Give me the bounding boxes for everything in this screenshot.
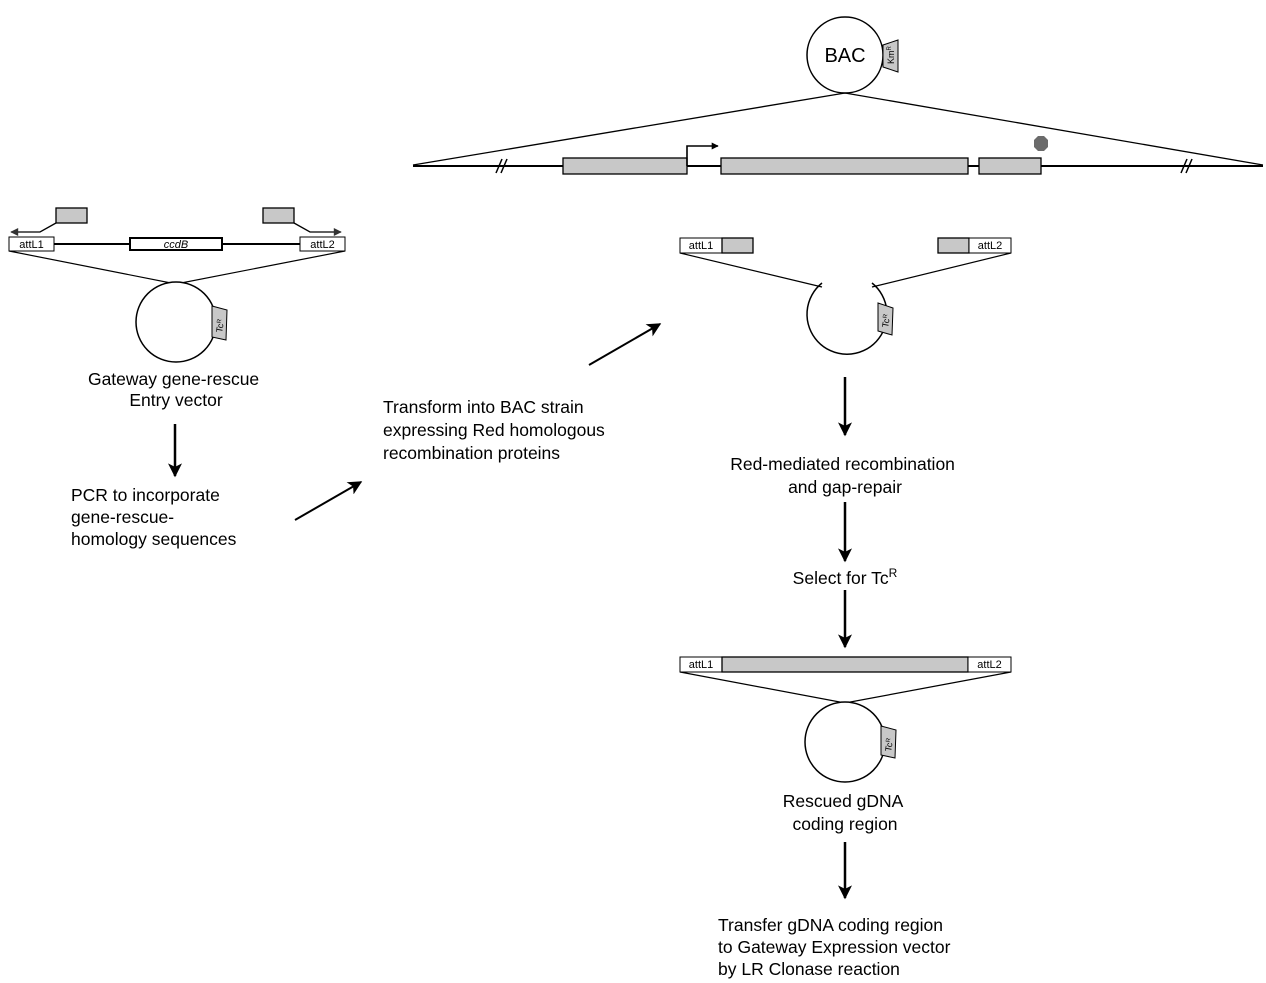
break-mark-left (495, 158, 508, 174)
svg-text:KmR: KmR (886, 46, 896, 65)
arrow-transform-to-gap-vector (588, 323, 662, 366)
bac-label: BAC (824, 45, 865, 67)
bac-construct: BAC KmR (412, 16, 1264, 175)
stop-signal-marker (1034, 136, 1048, 151)
rescued-vector-circle (804, 701, 886, 783)
rescued-gdna-box (721, 656, 969, 673)
pcr-line2: gene-rescue- (71, 507, 174, 527)
ccdb-box (129, 237, 223, 251)
bac-kanamycin-marker: KmR (882, 39, 899, 73)
pcr-line1: PCR to incorporate (71, 485, 220, 505)
pcr-line3: homology sequences (71, 529, 237, 549)
entry-vector-circle (135, 281, 217, 363)
svg-text:TcR: TcR (880, 313, 892, 329)
bac-expansion-lines (412, 92, 1264, 166)
entry-marker-text: Tc (214, 322, 225, 333)
ccdb-label: ccdB (164, 239, 188, 251)
entry-vector: attL1 ccdB attL2 TcR Gateway gene-rescue… (8, 207, 346, 410)
coding-region-box (720, 157, 969, 175)
entry-caption-line2: Entry vector (129, 390, 223, 410)
att-l2-label: attL2 (310, 239, 334, 251)
primer-right (262, 207, 342, 236)
bac-marker-text: Km (886, 51, 896, 65)
gap-att-l1-label: attL1 (689, 240, 713, 252)
transfer-line2: to Gateway Expression vector (718, 937, 951, 957)
entry-caption-line1: Gateway gene-rescue (88, 369, 259, 389)
gap-att-l2-box (968, 237, 1012, 254)
pcr-step-text: PCR to incorporate gene-rescue- homology… (71, 485, 237, 549)
transfer-line1: Transfer gDNA coding region (718, 915, 943, 935)
att-l2-box (299, 236, 346, 252)
rescued-caption-line2: coding region (792, 814, 897, 834)
downstream-gene-box (978, 157, 1042, 175)
gap-att-l2-label: attL2 (978, 240, 1002, 252)
entry-marker-sup: R (217, 318, 224, 324)
transfer-step-text: Transfer gDNA coding region to Gateway E… (718, 915, 955, 979)
att-l1-box (8, 236, 55, 252)
svg-text:TcR: TcR (883, 737, 895, 753)
transform-line1: Transform into BAC strain (383, 397, 584, 417)
primer-left (10, 207, 88, 236)
rescued-marker-sup: R (886, 737, 893, 743)
recombination-step-text: Red-mediated recombination and gap-repai… (730, 454, 960, 497)
gapped-vector-circle (806, 282, 888, 355)
gap-marker-text: Tc (880, 317, 891, 328)
bac-marker-sup: R (887, 46, 893, 51)
select-main: Select for Tc (793, 568, 889, 588)
rescued-att-l2-box (967, 656, 1012, 673)
select-step-text: Select for TcR (793, 566, 898, 588)
upstream-gene-box (562, 157, 688, 175)
rescued-vector: attL1 attL2 TcR Rescued gDNA coding regi… (679, 656, 1012, 834)
svg-text:Gateway gene-rescue Entr: Gateway gene-rescue Entry vector (88, 369, 264, 410)
rescued-att-l2-label: attL2 (977, 659, 1001, 671)
gap-marker-sup: R (883, 313, 890, 319)
promoter-arrow (686, 142, 719, 166)
gap-tc-marker: TcR (877, 302, 894, 336)
rescued-att-l1-label: attL1 (689, 659, 713, 671)
recombination-line1: Red-mediated recombination (730, 454, 955, 474)
break-mark-right (1180, 158, 1193, 174)
svg-text:Rescued gDNA coding regi: Rescued gDNA coding region (783, 791, 908, 834)
transform-line2: expressing Red homologous (383, 420, 605, 440)
svg-text:TcR: TcR (214, 318, 226, 334)
rescued-marker-text: Tc (883, 741, 894, 752)
recombination-line2: and gap-repair (788, 477, 902, 497)
gap-vector: attL1 attL2 TcR (679, 237, 1012, 355)
entry-tc-marker: TcR (211, 305, 228, 341)
transform-line3: recombination proteins (383, 443, 560, 463)
rescued-caption-line1: Rescued gDNA (783, 791, 904, 811)
select-sup: R (889, 566, 898, 580)
transform-step-text: Transform into BAC strain expressing Red… (383, 397, 610, 463)
att-l1-label: attL1 (19, 239, 43, 251)
arrow-pcr-to-transform (294, 481, 363, 521)
rescued-tc-marker: TcR (880, 725, 897, 759)
transfer-line3: by LR Clonase reaction (718, 959, 900, 979)
